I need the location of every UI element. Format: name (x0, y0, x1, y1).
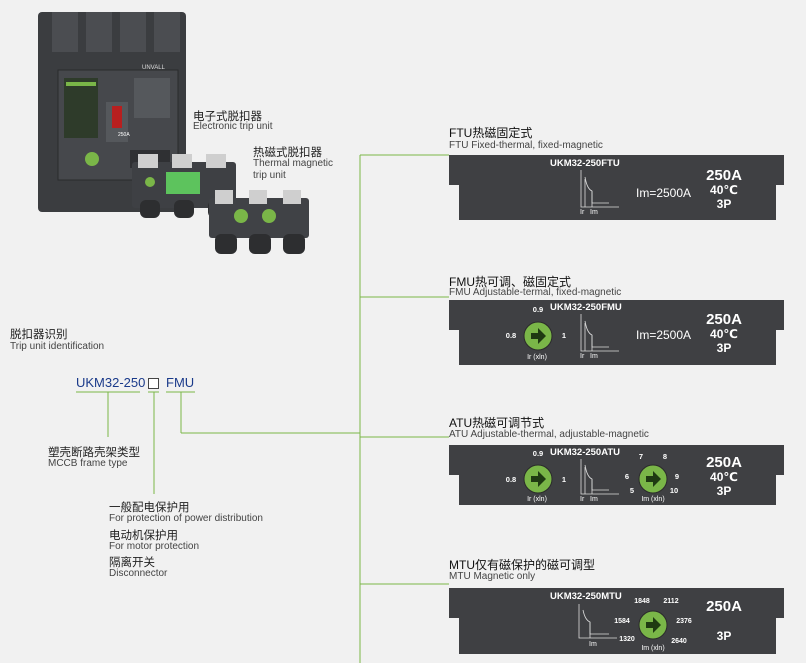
thermal-trip-title-en1: Thermal magnetic (253, 158, 334, 169)
atu-ir-dial-left: 0.8 (506, 475, 516, 484)
ftu-temperature: 40℃ (710, 183, 738, 197)
protection-distribution-en: For protection of power distribution (109, 513, 263, 524)
atu-im-dial-caption: Im (xln) (641, 496, 664, 503)
ftu-im-value: Im=2500A (636, 186, 691, 200)
fmu-im-value: Im=2500A (636, 328, 691, 342)
atu-ir-dial-right: 1 (562, 475, 566, 484)
brand-label: UNVALL (142, 65, 166, 71)
atu-ir-dial-arrow-icon (531, 471, 546, 487)
fmu-panel: UKM32-250FMU 0.9 0.8 1 Ir (xln) Ir Im Im… (449, 300, 784, 365)
mtu-im-dial-tick-1: 1848 (634, 598, 650, 605)
mtu-im-axis-label: Im (589, 641, 597, 648)
fmu-ir-dial-caption: Ir (xln) (527, 354, 547, 361)
ftu-title-en: FTU Fixed-thermal, fixed-magnetic (449, 140, 603, 151)
identification-title-en: Trip unit identification (10, 341, 105, 352)
fmu-model-label: UKM32-250FMU (550, 302, 622, 313)
mtu-trip-curve (578, 604, 617, 639)
mtu-im-dial-tick-2: 2112 (663, 598, 678, 605)
atu-model-label: UKM32-250ATU (550, 447, 620, 458)
thermal-trip-title-en2: trip unit (253, 170, 286, 181)
mtu-model-label: UKM32-250MTU (550, 591, 622, 602)
mtu-rating: 250A (706, 598, 742, 615)
fmu-ir-dial-arrow-icon (531, 328, 546, 344)
mtu-im-dial-tick-3: 1584 (614, 618, 630, 625)
fmu-ir-dial-top: 0.9 (533, 305, 543, 314)
thermal-trip-title-cn: 热磁式脱扣器 (253, 147, 322, 159)
fmu-ir-dial-right: 1 (562, 331, 566, 340)
code-base: UKM32-250 (76, 375, 146, 390)
fmu-title-en: FMU Adjustable-termal, fixed-magnetic (449, 287, 622, 298)
fmu-im-axis-label: Im (590, 353, 598, 360)
atu-ir-dial-top: 0.9 (533, 449, 543, 458)
identification-title-cn: 脱扣器识别 (10, 329, 68, 341)
mtu-poles: 3P (717, 629, 732, 643)
disconnector-en: Disconnector (109, 568, 168, 579)
fmu-temperature: 40℃ (710, 327, 738, 341)
protection-motor-cn: 电动机保护用 (109, 530, 178, 542)
fmu-rating: 250A (706, 311, 742, 328)
atu-ir-dial-caption: Ir (xln) (527, 496, 547, 503)
protection-motor-en: For motor protection (109, 541, 200, 552)
fmu-trip-curve (580, 314, 619, 352)
ftu-title-cn: FTU热磁固定式 (449, 126, 533, 140)
electronic-trip-title-en: Electronic trip unit (193, 121, 273, 132)
ftu-trip-curve (580, 170, 619, 208)
atu-im-dial-arrow-icon (646, 471, 661, 487)
atu-im-dial-tick-6: 10 (670, 486, 678, 495)
atu-im-dial-tick-1: 7 (639, 452, 643, 461)
mtu-title-en: MTU Magnetic only (449, 571, 536, 582)
atu-poles: 3P (717, 484, 732, 498)
mtu-im-dial-tick-6: 2640 (671, 638, 687, 645)
atu-im-dial-tick-3: 6 (625, 472, 629, 481)
code-suffix: FMU (166, 375, 195, 390)
atu-trip-curve (580, 459, 619, 495)
atu-title-cn: ATU热磁可调节式 (449, 416, 545, 430)
mtu-im-dial-tick-4: 2376 (676, 618, 692, 625)
frame-type-en: MCCB frame type (48, 458, 128, 469)
protection-distribution-cn: 一般配电保护用 (109, 502, 190, 514)
atu-im-dial-tick-5: 5 (630, 486, 634, 495)
fmu-title-cn: FMU热可调、磁固定式 (449, 275, 571, 289)
atu-temperature: 40℃ (710, 470, 738, 484)
mtu-panel: UKM32-250MTU Im 1848 2112 1584 2376 1320… (449, 588, 784, 654)
electronic-trip-title-cn: 电子式脱扣器 (193, 111, 262, 123)
atu-im-dial-tick-2: 8 (663, 452, 667, 461)
atu-im-axis-label: Im (590, 496, 598, 503)
fmu-ir-dial-left: 0.8 (506, 331, 516, 340)
atu-panel: UKM32-250ATU 0.9 0.8 1 Ir (xln) Ir Im 7 … (449, 445, 784, 505)
ftu-poles: 3P (717, 197, 732, 211)
ftu-panel: UKM32-250FTU Ir Im Im=2500A 250A 40℃ 3P (449, 155, 784, 220)
atu-im-dial-tick-4: 9 (675, 472, 679, 481)
mtu-title-cn: MTU仅有磁保护的磁可调型 (449, 558, 595, 572)
ftu-ir-axis-label: Ir (580, 209, 585, 216)
atu-title-en: ATU Adjustable-thermal, adjustable-magne… (449, 429, 649, 440)
fmu-poles: 3P (717, 341, 732, 355)
frame-type-cn: 塑壳断路壳架类型 (48, 447, 140, 459)
disconnector-cn: 隔离开关 (109, 557, 155, 569)
code-placeholder-box (148, 378, 159, 389)
ftu-model-label: UKM32-250FTU (550, 158, 620, 169)
ftu-rating: 250A (706, 167, 742, 184)
breaker-rating-label: 250A (118, 132, 130, 138)
fmu-ir-axis-label: Ir (580, 353, 585, 360)
atu-rating: 250A (706, 454, 742, 471)
mtu-im-dial-caption: Im (xln) (641, 645, 664, 652)
mtu-im-dial-tick-5: 1320 (619, 636, 635, 643)
ftu-im-axis-label: Im (590, 209, 598, 216)
thermal-trip-unit-image (209, 190, 309, 254)
mtu-im-dial-arrow-icon (646, 617, 661, 633)
atu-ir-axis-label: Ir (580, 496, 585, 503)
